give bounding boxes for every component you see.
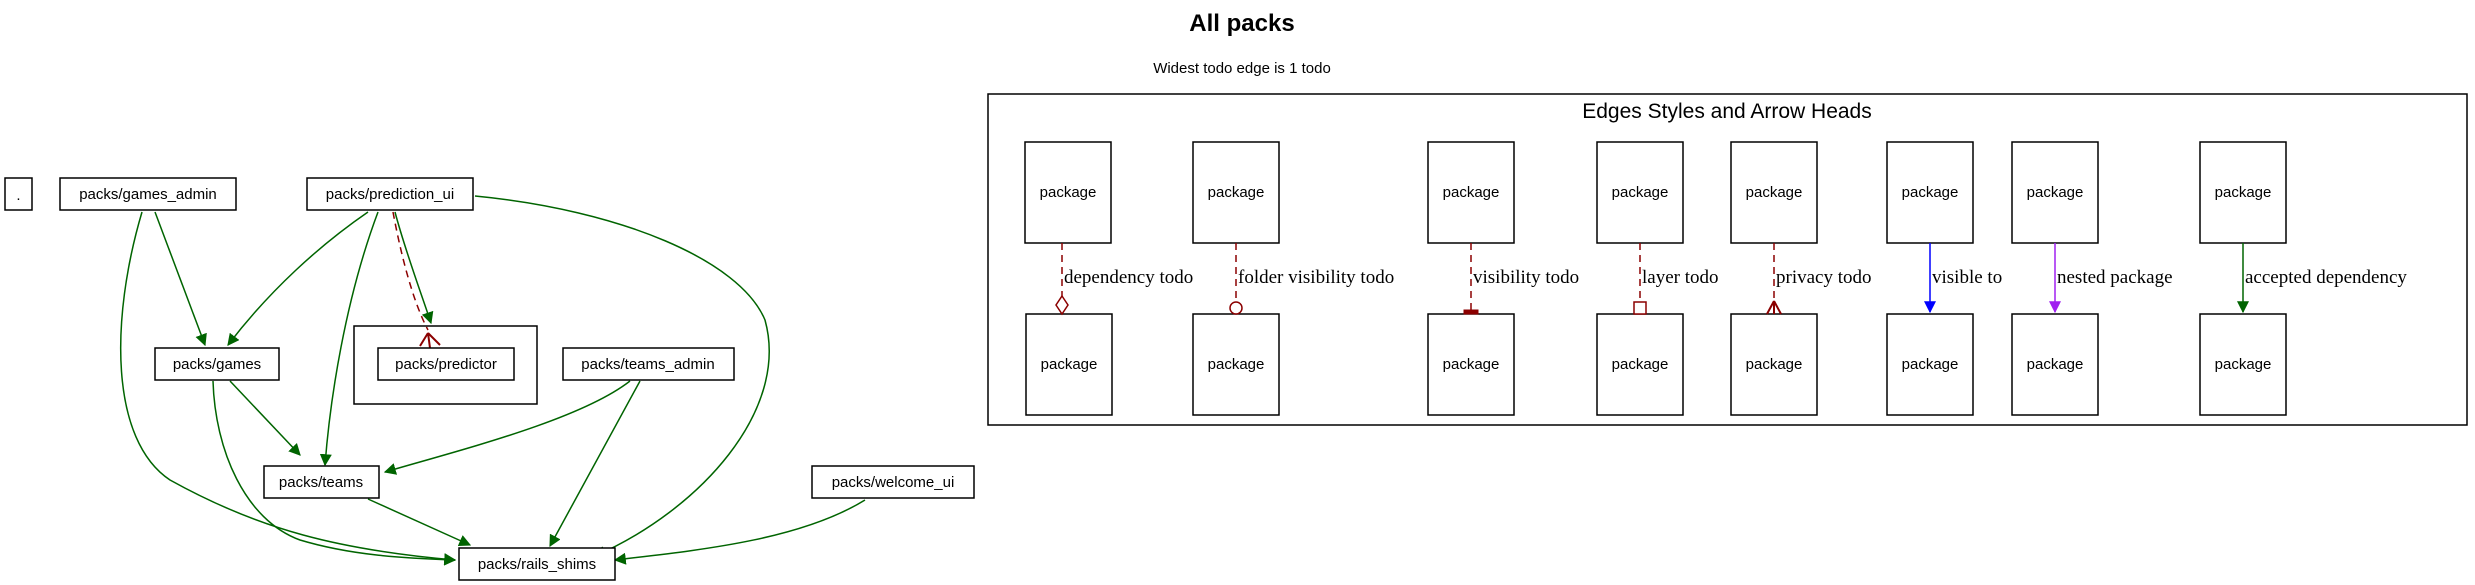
package-label: package xyxy=(1208,184,1265,201)
edge-label: dependency todo xyxy=(1064,267,1193,288)
node-label: packs/prediction_ui xyxy=(326,186,454,203)
dependency-edges xyxy=(120,195,866,566)
legend-packages: package package package package package … xyxy=(1024,141,2287,416)
node-prediction-ui[interactable]: packs/prediction_ui xyxy=(306,177,474,211)
legend-package-top-8: package xyxy=(2199,141,2287,244)
todo-edge-prediction-ui-to-predictor xyxy=(392,211,441,349)
edge-label: folder visibility todo xyxy=(1238,267,1394,288)
legend-package-top-2: package xyxy=(1192,141,1280,244)
odiamond-head xyxy=(1055,294,1069,316)
node-label: packs/predictor xyxy=(395,356,497,373)
legend-package-bottom-1: package xyxy=(1025,313,1113,416)
legend-package-bottom-3: package xyxy=(1427,313,1515,416)
legend-package-top-7: package xyxy=(2011,141,2099,244)
package-label: package xyxy=(2215,356,2272,373)
legend-package-bottom-4: package xyxy=(1596,313,1684,416)
legend-edge-visible-to: visible to xyxy=(1924,243,2002,314)
diagram-title: All packs xyxy=(1189,10,1294,37)
edge-label: privacy todo xyxy=(1776,267,1872,288)
edge-welcome-ui-to-rails-shims xyxy=(613,499,866,565)
node-predictor[interactable]: packs/predictor xyxy=(377,347,515,381)
node-label: packs/games xyxy=(173,356,261,373)
diagram-subtitle: Widest todo edge is 1 todo xyxy=(1153,60,1331,77)
node-label: packs/rails_shims xyxy=(478,556,596,573)
package-label: package xyxy=(1443,356,1500,373)
edge-games-admin-to-rails-shims xyxy=(120,211,457,566)
edge-games-to-rails-shims xyxy=(212,380,457,566)
edge-label: layer todo xyxy=(1642,267,1719,288)
crow-head xyxy=(1766,300,1782,315)
package-label: package xyxy=(1041,356,1098,373)
node-label: packs/games_admin xyxy=(79,186,217,203)
legend-edge-privacy-todo: privacy todo xyxy=(1766,243,1872,315)
edge-prediction-ui-to-rails-shims xyxy=(474,195,770,558)
node-rails-shims[interactable]: packs/rails_shims xyxy=(458,547,616,581)
legend-edge-dependency-todo: dependency todo xyxy=(1055,243,1193,316)
legend-package-top-4: package xyxy=(1596,141,1684,244)
edge-teams-to-rails-shims xyxy=(367,498,472,547)
legend-edge-nested-package: nested package xyxy=(2049,243,2173,314)
package-label: package xyxy=(1902,356,1959,373)
package-label: package xyxy=(1612,184,1669,201)
legend-package-top-1: package xyxy=(1024,141,1112,244)
package-label: package xyxy=(1040,184,1097,201)
edge-label: visibility todo xyxy=(1473,267,1579,288)
crow-head xyxy=(419,332,441,349)
package-label: package xyxy=(2027,356,2084,373)
edge-prediction-ui-to-teams xyxy=(319,211,379,467)
obox-head xyxy=(1633,301,1647,315)
legend-package-bottom-5: package xyxy=(1730,313,1818,416)
node-games-admin[interactable]: packs/games_admin xyxy=(59,177,237,211)
package-label: package xyxy=(1612,356,1669,373)
legend-cluster: Edges Styles and Arrow Heads xyxy=(987,93,2468,426)
legend-edge-accepted-dependency: accepted dependency xyxy=(2237,243,2407,314)
package-label: package xyxy=(1902,184,1959,201)
package-label: package xyxy=(1746,184,1803,201)
legend-package-bottom-7: package xyxy=(2011,313,2099,416)
package-label: package xyxy=(2215,184,2272,201)
node-label: . xyxy=(16,187,20,204)
legend-frame xyxy=(987,93,2468,426)
edge-prediction-ui-to-games xyxy=(227,211,369,346)
legend-edges: dependency todo folder visibility todo v… xyxy=(1055,243,2407,316)
legend-edge-layer-todo: layer todo xyxy=(1633,243,1719,315)
legend-edge-visibility-todo: visibility todo xyxy=(1463,243,1579,315)
tee-head xyxy=(1463,309,1479,315)
node-label: packs/teams_admin xyxy=(581,356,714,373)
edge-label: visible to xyxy=(1932,267,2002,288)
edge-prediction-ui-to-predictor xyxy=(394,211,434,325)
legend-package-bottom-8: package xyxy=(2199,313,2287,416)
legend-package-top-5: package xyxy=(1730,141,1818,244)
edge-label: accepted dependency xyxy=(2245,267,2407,288)
edge-label: nested package xyxy=(2057,267,2173,288)
node-teams-admin[interactable]: packs/teams_admin xyxy=(562,347,735,381)
node-label: packs/welcome_ui xyxy=(832,474,955,491)
odot-head xyxy=(1229,301,1243,315)
legend-package-top-3: package xyxy=(1427,141,1515,244)
package-label: package xyxy=(2027,184,2084,201)
legend-package-top-6: package xyxy=(1886,141,1974,244)
package-label: package xyxy=(1443,184,1500,201)
edge-games-admin-to-games xyxy=(154,211,207,347)
package-label: package xyxy=(1746,356,1803,373)
legend-package-bottom-6: package xyxy=(1886,313,1974,416)
node-teams[interactable]: packs/teams xyxy=(263,465,380,499)
edge-games-to-teams xyxy=(229,380,301,456)
node-welcome-ui[interactable]: packs/welcome_ui xyxy=(811,465,975,499)
graph-nodes: . packs/games_admin packs/prediction_ui … xyxy=(4,177,975,581)
edge-teams-admin-to-rails-shims xyxy=(549,380,641,548)
node-games[interactable]: packs/games xyxy=(154,347,280,381)
legend-package-bottom-2: package xyxy=(1192,313,1280,416)
legend-edge-folder-visibility-todo: folder visibility todo xyxy=(1229,243,1394,315)
node-label: packs/teams xyxy=(279,474,363,491)
legend-title: Edges Styles and Arrow Heads xyxy=(1582,100,1872,123)
package-label: package xyxy=(1208,356,1265,373)
node-root[interactable]: . xyxy=(4,177,33,211)
edge-teams-admin-to-teams xyxy=(383,380,631,475)
cluster-predictor: packs/predictor xyxy=(353,325,538,405)
